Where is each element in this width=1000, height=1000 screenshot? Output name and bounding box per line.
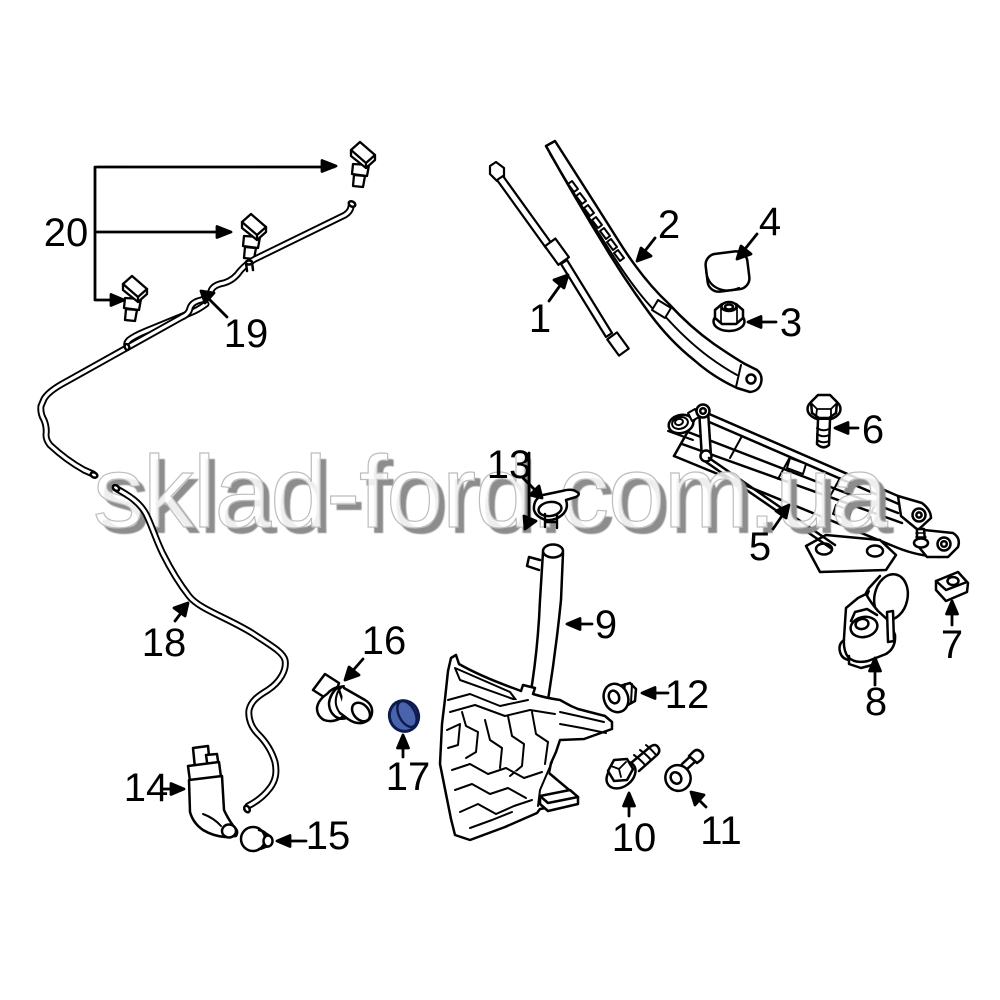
svg-text:8: 8 — [865, 680, 887, 724]
svg-text:sklad-ford.com.ua: sklad-ford.com.ua — [99, 441, 894, 555]
svg-text:18: 18 — [142, 621, 187, 665]
svg-text:14: 14 — [124, 766, 169, 810]
svg-text:11: 11 — [700, 809, 742, 853]
svg-text:3: 3 — [780, 301, 802, 345]
svg-text:1: 1 — [529, 297, 551, 341]
svg-text:12: 12 — [665, 673, 710, 717]
svg-text:17: 17 — [386, 755, 431, 799]
svg-text:2: 2 — [658, 203, 680, 247]
svg-text:15: 15 — [306, 814, 351, 858]
svg-text:20: 20 — [44, 211, 89, 255]
svg-text:6: 6 — [862, 408, 884, 452]
svg-text:13: 13 — [487, 443, 532, 487]
svg-text:7: 7 — [941, 623, 963, 667]
svg-text:sklad-ford.com.ua: sklad-ford.com.ua — [93, 435, 888, 549]
svg-text:4: 4 — [759, 200, 781, 244]
svg-text:9: 9 — [595, 603, 617, 647]
svg-text:19: 19 — [224, 312, 269, 356]
svg-text:10: 10 — [612, 816, 657, 860]
svg-text:5: 5 — [749, 525, 771, 569]
svg-text:16: 16 — [362, 619, 407, 663]
